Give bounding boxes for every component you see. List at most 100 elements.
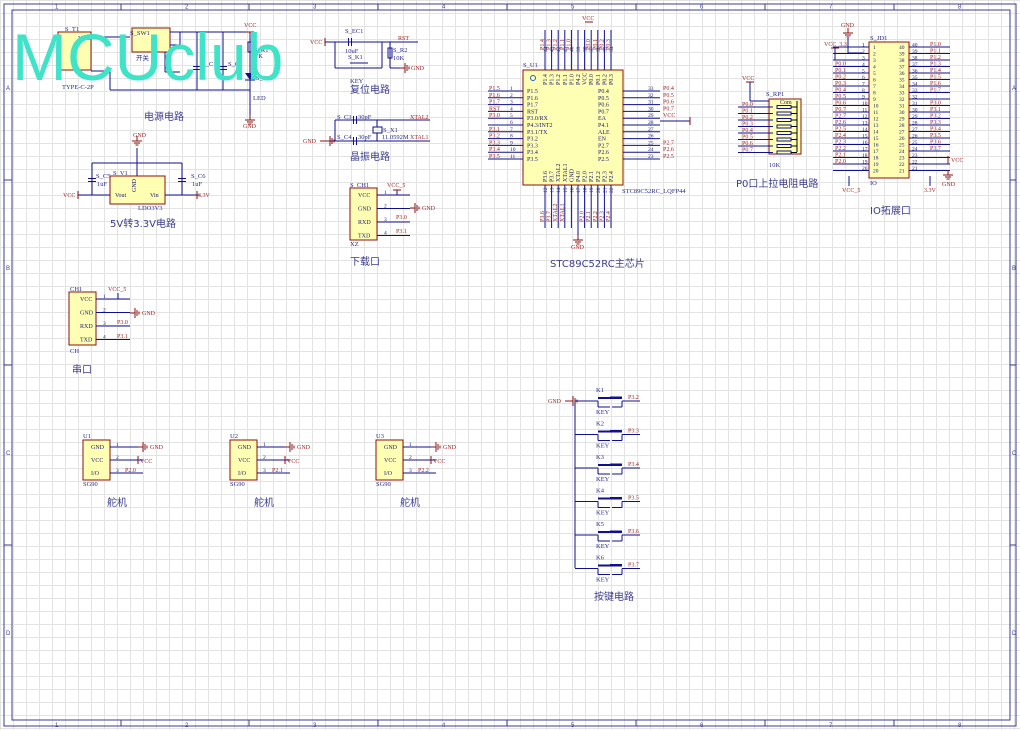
mcu-pin-num: 25 [648, 140, 654, 146]
mcu-pin-num: 5 [510, 113, 513, 119]
ref-s-r1: S_R1 [254, 47, 268, 54]
frame-col-label: 5 [571, 5, 575, 11]
title-servo: 舵机 [254, 496, 274, 509]
val-10k: 10K [393, 55, 405, 62]
io-pin-num: 14 [873, 130, 879, 136]
mcu-net-label: P3.1 [489, 127, 500, 133]
key-net-label: P3.4 [628, 462, 639, 468]
serial-pin-label: TXD [80, 338, 93, 344]
io-pin-num: 37 [899, 65, 905, 71]
frame-col-label: 7 [829, 723, 833, 729]
io-pin-num: 31 [899, 104, 905, 110]
servo-pin-num: 2 [116, 455, 119, 461]
mcu-pin-num: 28 [648, 120, 654, 126]
net-xtal1: XTAL1 [410, 135, 429, 141]
mcu-pin-num: 44 [543, 46, 549, 52]
key-ref: K5 [596, 521, 604, 528]
io-pin-num: 7 [862, 82, 865, 88]
net-gnd: GND [422, 206, 436, 212]
frame-row-label: D [6, 631, 11, 637]
net-gnd: GND [443, 445, 457, 451]
key-net-label: P3.6 [628, 529, 639, 535]
mcu-pin-num: 3 [510, 100, 513, 106]
io-pin-num: 14 [862, 127, 868, 133]
key-ref: K6 [596, 555, 605, 562]
io-pin-num: 11 [873, 110, 879, 116]
servo-ref: U3 [376, 433, 384, 440]
io-pin-num: 2 [862, 49, 865, 55]
mcu-net-label: P3.2 [489, 134, 500, 140]
io-net-label: P1.0 [930, 42, 941, 48]
net-p3-1: P3.1 [396, 229, 407, 235]
io-header-jd1 [868, 41, 910, 179]
net-vcc: VCC [287, 459, 299, 465]
io-pin-num: 38 [912, 56, 918, 62]
net-p3-1: P3.1 [117, 334, 128, 340]
net-vcc: VCC [140, 459, 152, 465]
io-net-label: P3.6 [930, 140, 941, 146]
frame-col-label: 6 [700, 723, 704, 729]
ref-s-k1: S_K1 [348, 54, 363, 61]
title-io: IO拓展口 [870, 205, 911, 217]
io-net-label: P2.4 [835, 133, 846, 139]
io-net-label: P0.7 [835, 107, 846, 113]
io-pin-num: 34 [899, 84, 905, 90]
key-ref: K4 [596, 488, 605, 495]
mcu-pin-num: 14 [556, 187, 562, 193]
val-11-0592m: 11.0592M [382, 134, 409, 141]
ref-s-jd1: S_JD1 [870, 35, 887, 42]
io-net-label: P0.5 [835, 94, 846, 100]
io-pin-num: 38 [899, 58, 905, 64]
frame-col-label: 4 [442, 5, 446, 11]
mcu-net-label: P1.0 [566, 39, 572, 50]
mcu-net-label: P1.6 [489, 93, 500, 99]
frame-col-label: 8 [958, 5, 962, 11]
io-pin-num: 28 [912, 121, 918, 127]
net-gnd: GND [150, 445, 164, 451]
mcu-net-label: XTAL2 [553, 203, 559, 222]
mcu-net-label: P0.2 [599, 39, 605, 50]
io-pin-num: 27 [912, 127, 918, 133]
key-ref: K2 [596, 421, 604, 428]
io-pin-num: 21 [912, 166, 918, 172]
net-vcc: VCC [742, 76, 754, 82]
servo-net-label: P2.1 [272, 468, 283, 474]
mcu-net-label: P2.6 [663, 147, 674, 153]
mcu-pin-num: 42 [556, 46, 562, 52]
servo-pin-label: VCC [384, 458, 396, 464]
mcu-net-label: P2.2 [593, 211, 599, 222]
download-pin-num: 2 [384, 204, 387, 210]
io-pin-num: 40 [912, 43, 918, 49]
mcu-pin-num: 26 [648, 134, 654, 140]
power-switch [131, 27, 171, 53]
mcu-pin-label: EA [598, 116, 607, 122]
mcu-net-label: P3.5 [489, 154, 500, 160]
servo-pin-num: 3 [116, 468, 119, 474]
pullup-net-label: P0.5 [742, 135, 753, 141]
download-pin-label: TXD [358, 234, 371, 240]
usb-typec-connector [57, 31, 92, 71]
io-net-label: P1.3 [930, 62, 941, 68]
servo-pin-num: 3 [263, 468, 266, 474]
mcu-net-label: P2.7 [663, 140, 674, 146]
title-download: 下载口 [350, 256, 380, 268]
mcu-net-label: P3.7 [547, 211, 553, 222]
io-net-label: P2.1 [835, 153, 846, 159]
net-xtal2: XTAL2 [410, 115, 429, 121]
mcu-pin-num: 29 [648, 113, 654, 119]
net-gnd: GND [942, 182, 956, 188]
servo-pin-num: 1 [116, 442, 119, 448]
mcu-net-label: P3.0 [489, 113, 500, 119]
mcu-pin-label: P1.6 [527, 96, 538, 102]
net-vcc5: VCC_5 [108, 287, 126, 293]
io-pin-num: 10 [862, 101, 868, 107]
crystal-x1 [372, 126, 383, 134]
servo-pin-num: 1 [409, 442, 412, 448]
servo-part: SG90 [376, 481, 391, 488]
mcu-net-label: P3.3 [489, 140, 500, 146]
title-mcu: STC89C52RC主芯片 [550, 257, 645, 270]
servo-part: SG90 [230, 481, 245, 488]
val-c4: 30pF [358, 134, 372, 141]
